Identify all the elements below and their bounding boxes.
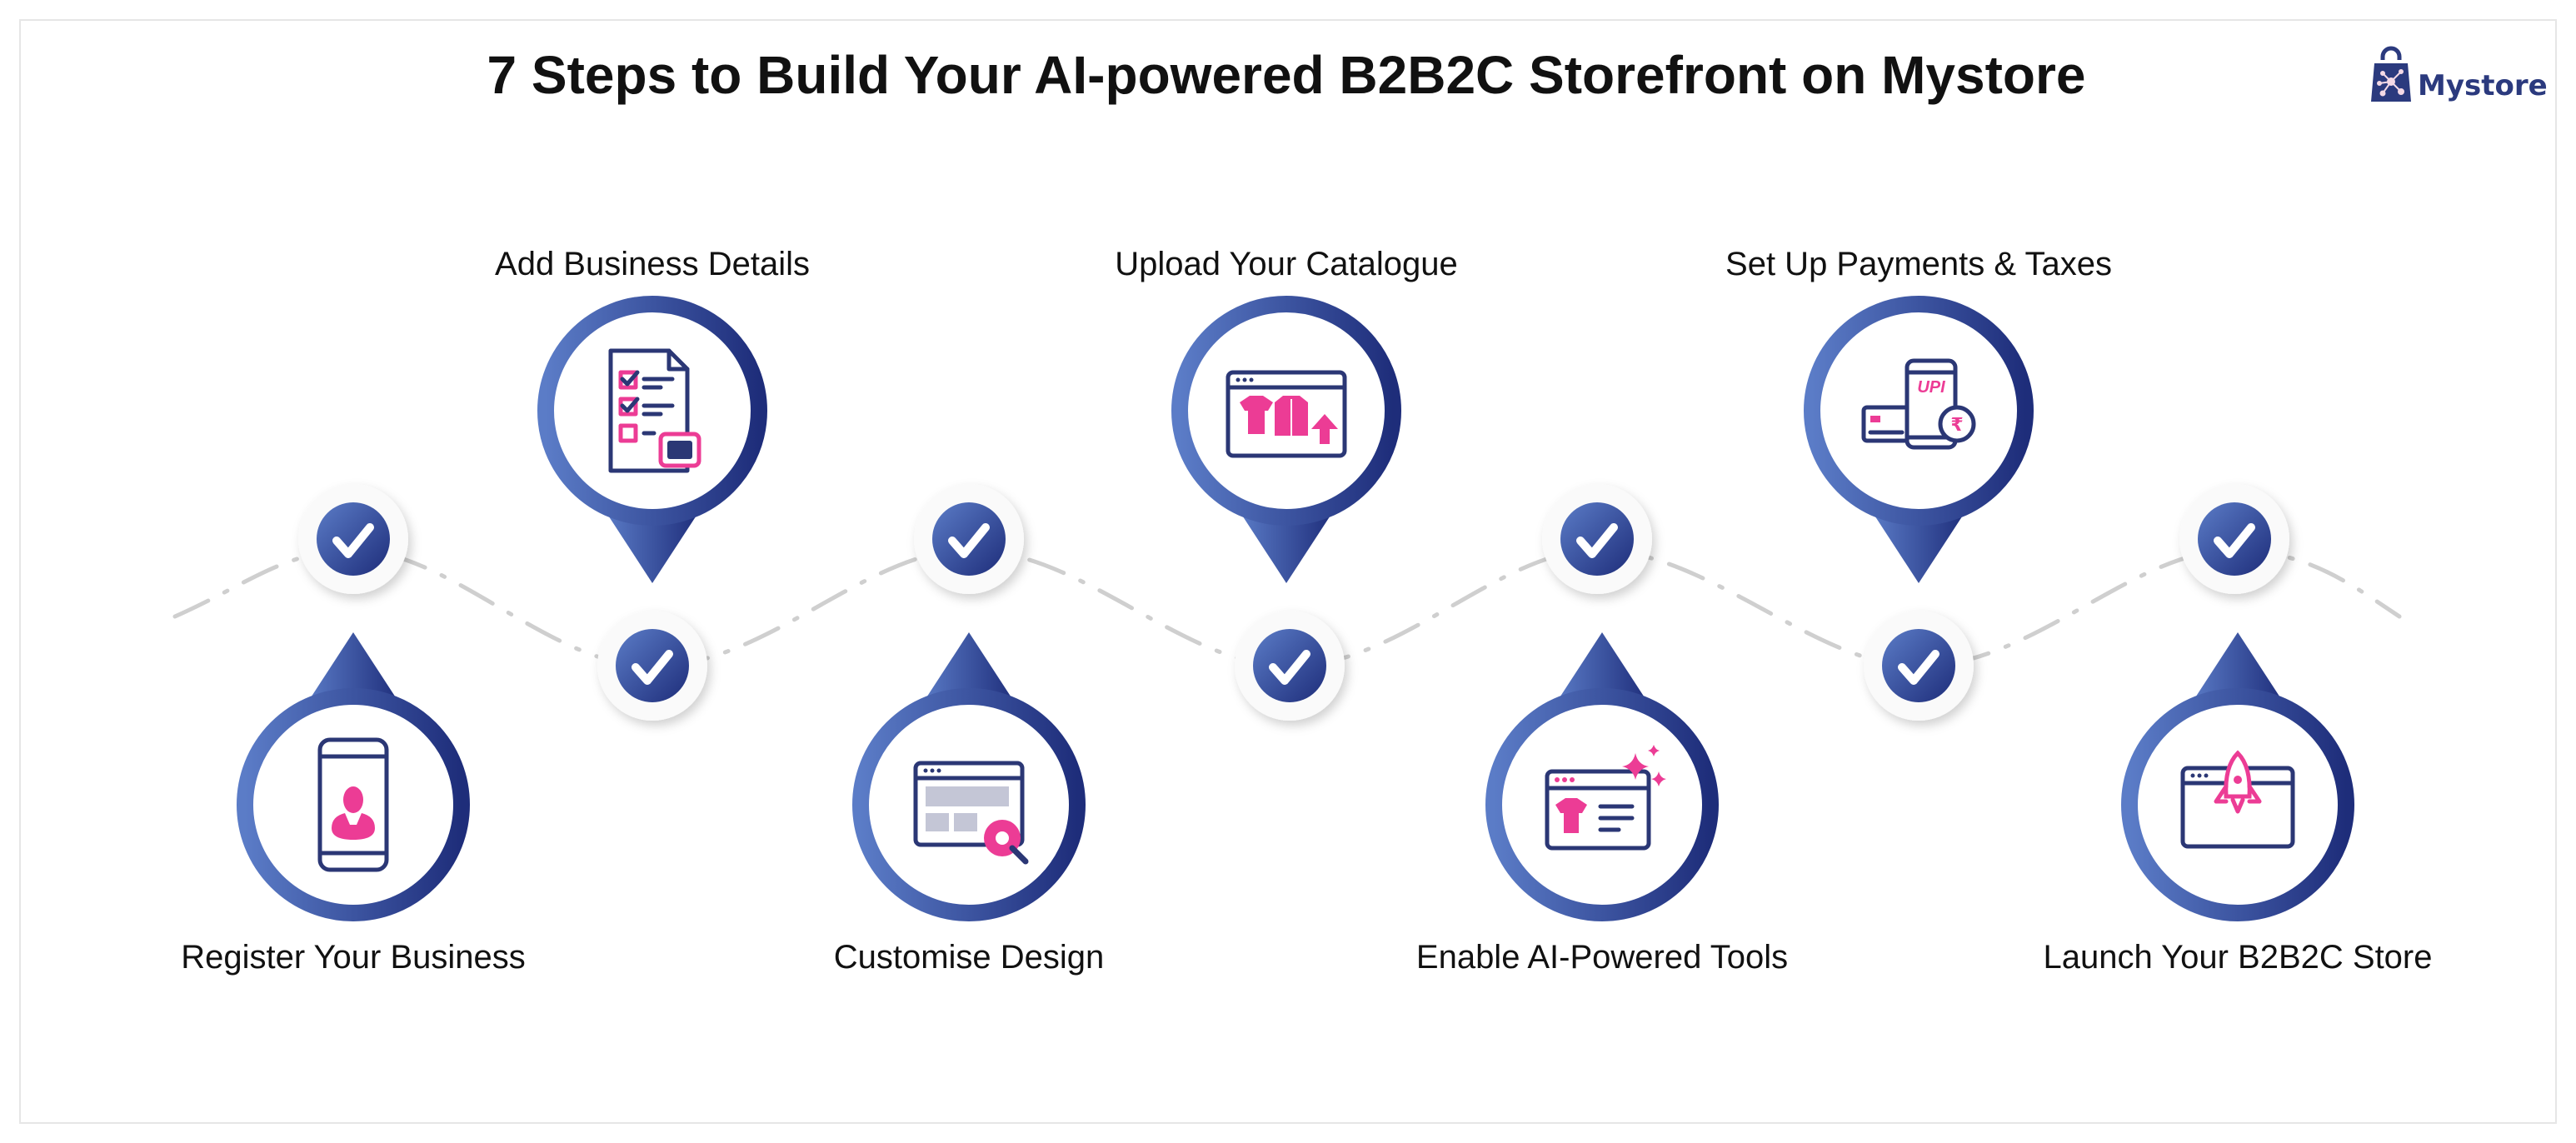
step-label: Upload Your Catalogue: [1115, 246, 1457, 282]
upi-payment-icon: UPI ₹: [1861, 358, 1976, 450]
step-enable-ai-tools: Enable AI-Powered Tools: [1416, 632, 1788, 976]
step-add-business-details: Add Business Details: [495, 246, 810, 583]
step-upload-catalogue: Upload Your Catalogue: [1115, 246, 1458, 583]
svg-text:₹: ₹: [1950, 415, 1963, 436]
phone-user-icon: [317, 737, 389, 872]
step-label: Register Your Business: [181, 939, 526, 976]
step-launch-store: Launch Your B2B2C Store: [2043, 632, 2433, 976]
check-icon: [2179, 484, 2289, 594]
step-payments-taxes: UPI ₹ Set Up Payments & Taxes: [1725, 246, 2112, 583]
step-label: Enable AI-Powered Tools: [1416, 939, 1788, 976]
svg-text:UPI: UPI: [1917, 378, 1945, 397]
step-customise-design: Customise Design: [834, 632, 1105, 976]
catalogue-upload-icon: [1226, 370, 1347, 458]
mystore-logo: Mystore: [2371, 46, 2548, 102]
step-register-business: Register Your Business: [181, 632, 526, 976]
page-title: 7 Steps to Build Your AI-powered B2B2C S…: [487, 45, 2086, 105]
logo-text: Mystore: [2418, 69, 2548, 102]
check-icon: [914, 484, 1024, 594]
check-icon: [597, 611, 707, 721]
check-icon: [298, 484, 408, 594]
step-label: Set Up Payments & Taxes: [1725, 246, 2112, 282]
check-icon: [1235, 611, 1345, 721]
rocket-launch-icon: [2180, 750, 2295, 849]
shopping-bag-network-icon: [2371, 46, 2411, 102]
step-label: Add Business Details: [495, 246, 810, 282]
step-label: Customise Design: [834, 939, 1105, 976]
step-label: Launch Your B2B2C Store: [2043, 939, 2432, 976]
browser-settings-icon: [913, 761, 1029, 865]
check-icon: [1542, 484, 1652, 594]
frame-border: [19, 19, 2557, 1124]
checklist-document-icon: [608, 348, 701, 473]
check-icon: [1864, 611, 1974, 721]
ai-sparkle-browser-icon: [1545, 745, 1666, 851]
